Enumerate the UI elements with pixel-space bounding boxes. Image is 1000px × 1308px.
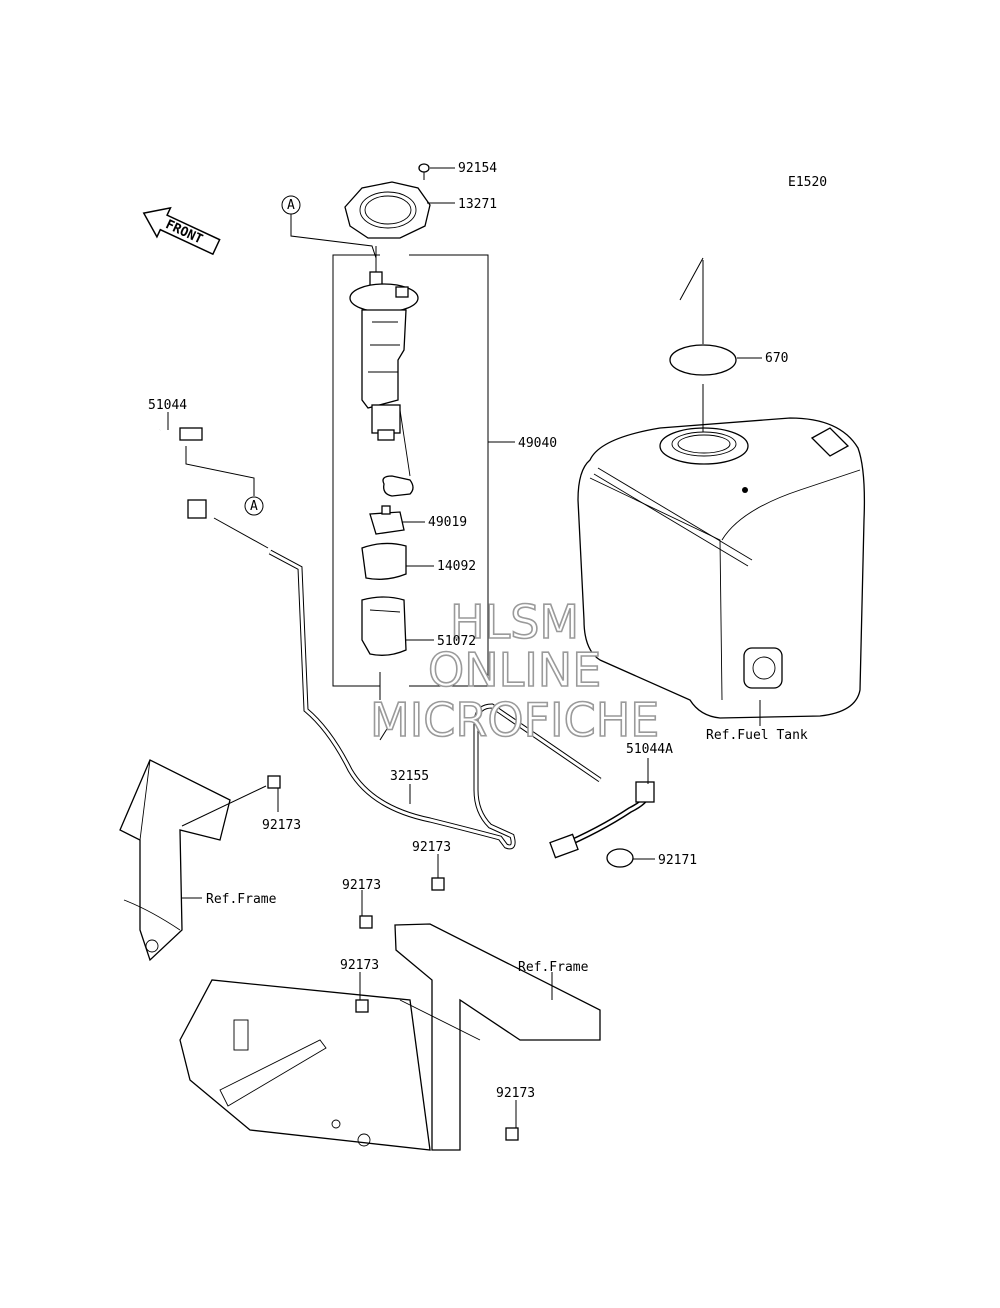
assembly-bracket-right — [409, 254, 489, 687]
svg-text:A: A — [287, 198, 295, 213]
pump-filter[interactable] — [369, 505, 405, 535]
ref-marker-a-hose: A — [244, 496, 264, 516]
clip-icon[interactable] — [505, 1127, 519, 1141]
fuel-tube-32155[interactable] — [268, 549, 602, 850]
front-label: FRONT — [163, 217, 205, 247]
ref-fuel-tank-label: Ref.Fuel Tank — [706, 728, 808, 743]
svg-text:MICROFICHE: MICROFICHE — [370, 693, 659, 747]
assembly-bracket-left — [332, 254, 380, 687]
pump-cover[interactable] — [361, 596, 407, 656]
callout-92173-mid[interactable]: 92173 — [342, 878, 381, 893]
svg-text:ONLINE: ONLINE — [428, 643, 601, 697]
callout-92173-bottom[interactable]: 92173 — [496, 1086, 535, 1101]
callout-32155[interactable]: 32155 — [390, 769, 429, 784]
front-arrow-icon: FRONT — [142, 206, 221, 256]
fuel-tank[interactable] — [577, 417, 866, 719]
svg-text:A: A — [250, 499, 258, 514]
fuel-hose-51044a[interactable] — [549, 781, 655, 859]
callout-92154[interactable]: 92154 — [458, 161, 497, 176]
bolt-icon[interactable] — [418, 163, 430, 180]
callout-92173-lower[interactable]: 92173 — [340, 958, 379, 973]
ref-frame-label-right: Ref.Frame — [518, 960, 589, 975]
callout-49040[interactable]: 49040 — [518, 436, 557, 451]
callout-92173-center[interactable]: 92173 — [412, 840, 451, 855]
pump-bracket[interactable] — [361, 542, 407, 580]
clip-icon[interactable] — [359, 915, 373, 929]
callout-49019[interactable]: 49019 — [428, 515, 467, 530]
callout-51072[interactable]: 51072 — [437, 634, 476, 649]
svg-text:HLSM: HLSM — [450, 595, 579, 649]
callout-92173-left[interactable]: 92173 — [262, 818, 301, 833]
clip-icon[interactable] — [355, 999, 369, 1013]
hose-clamp[interactable] — [606, 848, 634, 868]
o-ring[interactable] — [669, 344, 737, 376]
watermark: HLSM ONLINE MICROFICHE — [369, 594, 660, 748]
pump-gasket-plate[interactable] — [344, 181, 431, 239]
ref-marker-a-top: A — [281, 195, 301, 215]
frame-left — [119, 759, 231, 962]
callout-13271[interactable]: 13271 — [458, 197, 497, 212]
clip-icon[interactable] — [431, 877, 445, 891]
callout-92171[interactable]: 92171 — [658, 853, 697, 868]
callout-51044[interactable]: 51044 — [148, 398, 187, 413]
callout-14092[interactable]: 14092 — [437, 559, 476, 574]
diagram-code: E1520 — [788, 175, 827, 190]
fuel-hose-51044[interactable] — [139, 427, 207, 519]
callout-51044a[interactable]: 51044A — [626, 742, 673, 757]
callout-670[interactable]: 670 — [765, 351, 788, 366]
frame-bottom — [179, 923, 601, 1151]
clip-icon[interactable] — [267, 775, 281, 789]
ref-frame-label-left: Ref.Frame — [206, 892, 277, 907]
fuel-pump[interactable] — [349, 246, 419, 497]
